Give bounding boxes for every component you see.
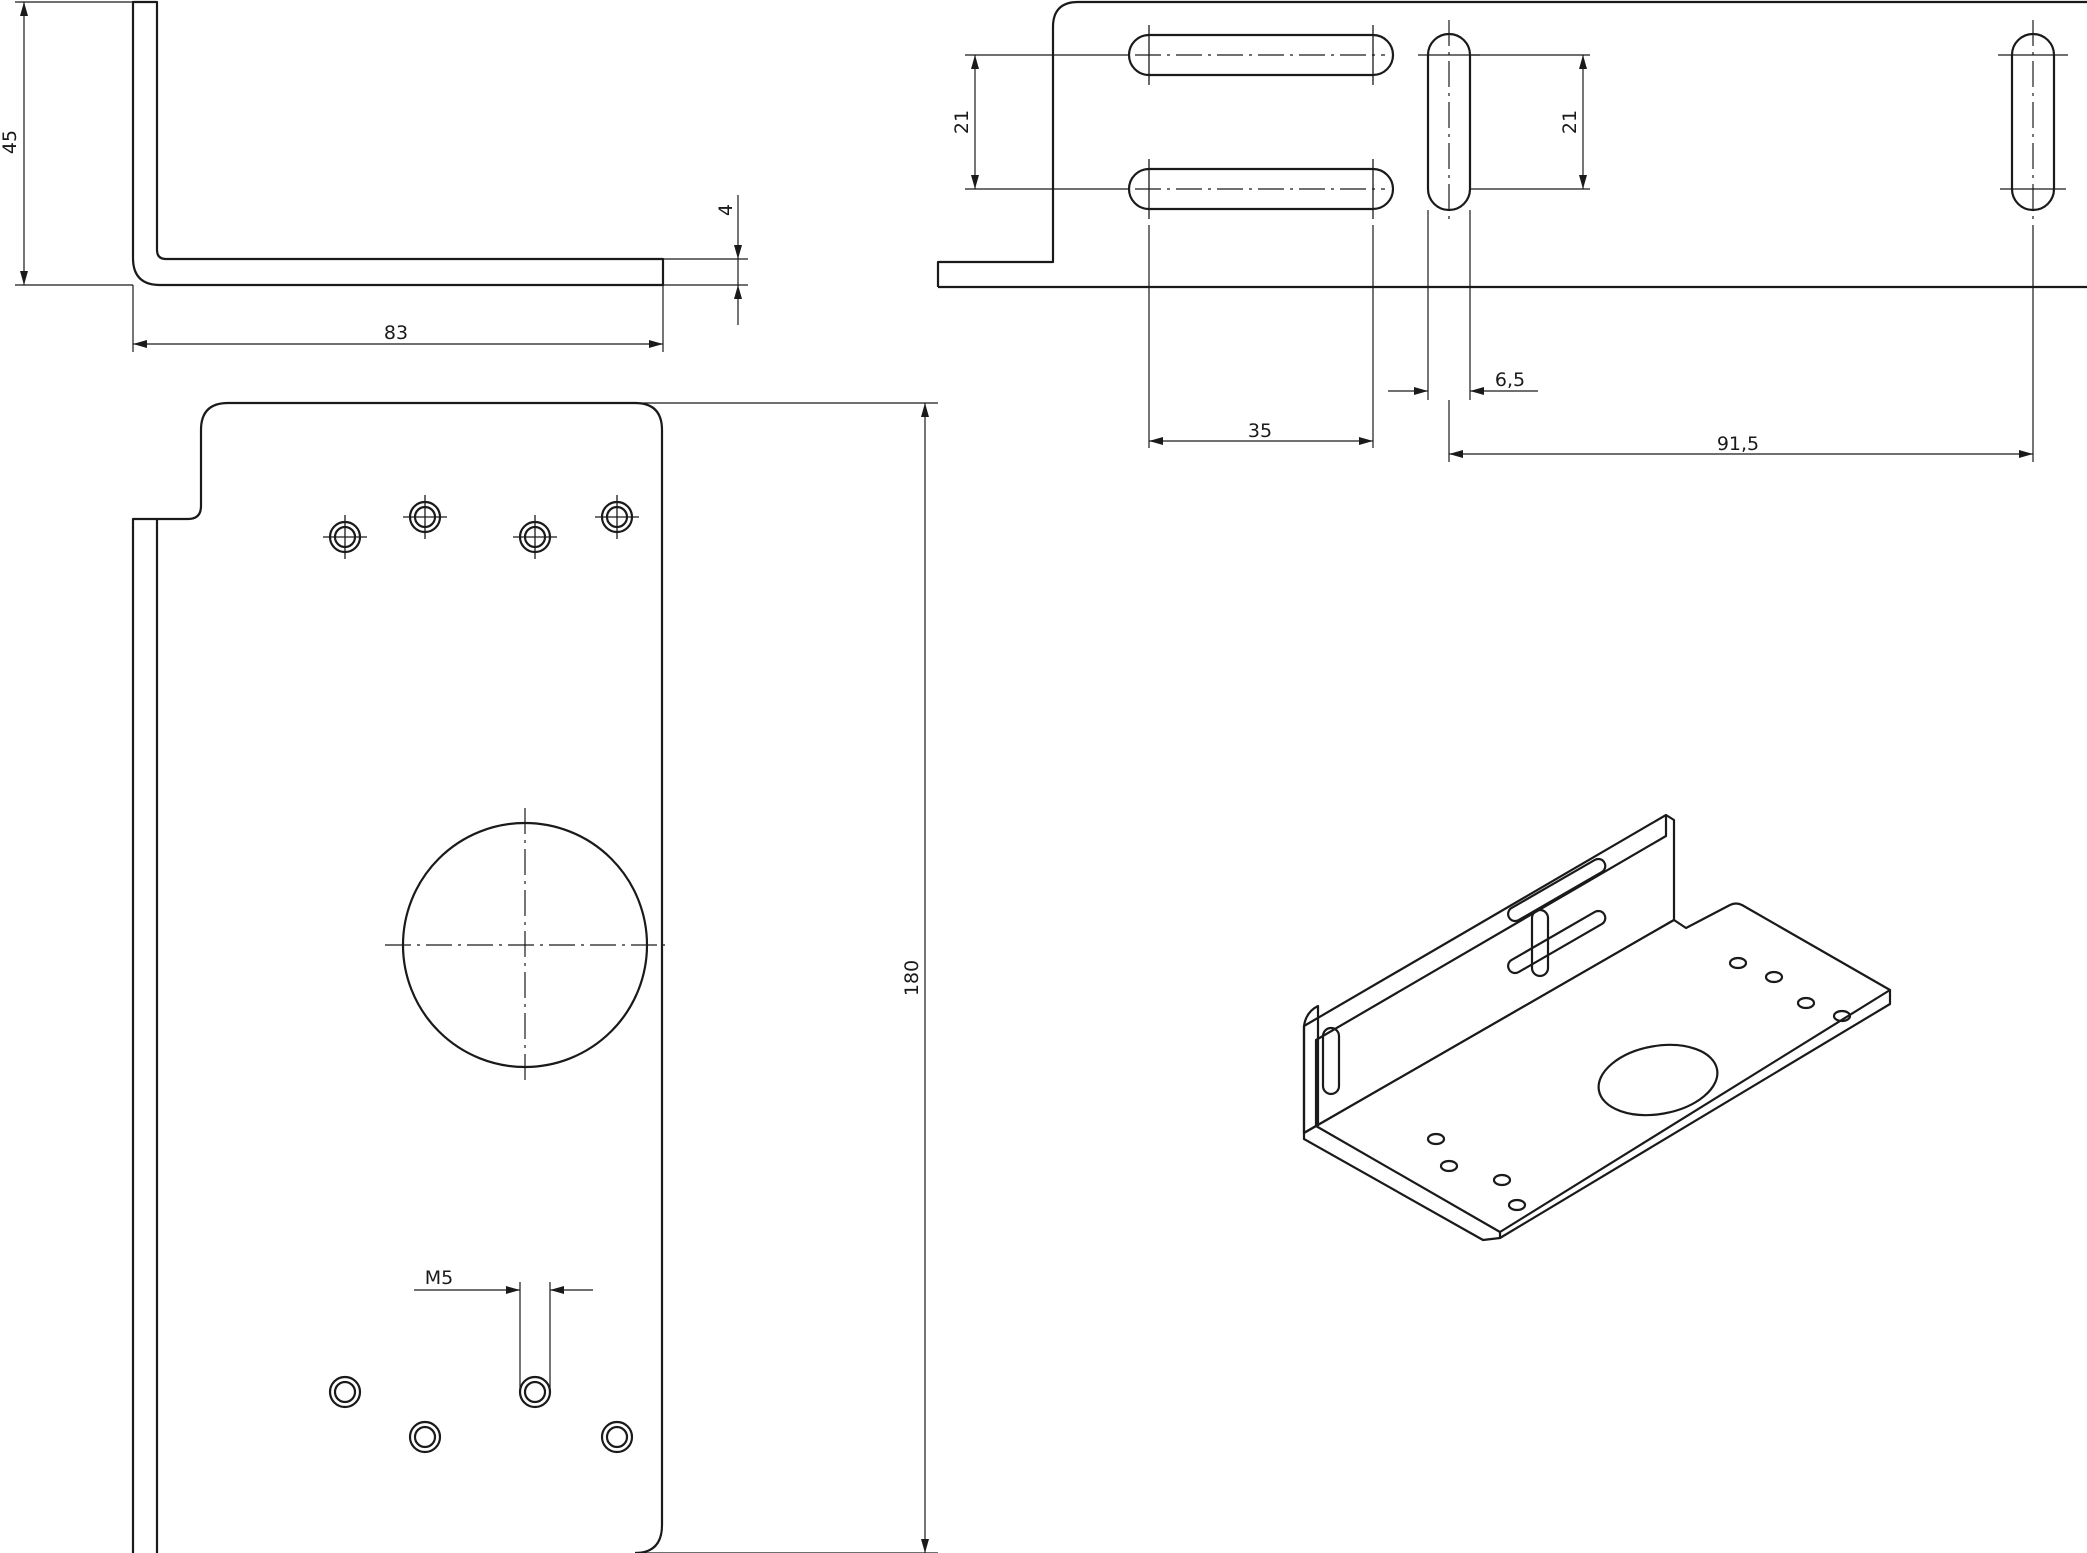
iso-hole-8 [1507,1198,1527,1212]
tap-hole-1 [321,513,369,561]
thread-m5-label: M5 [425,1267,453,1289]
tap-hole-6 [408,1420,442,1454]
front-view: 21 21 35 6,5 91,5 [936,0,2087,462]
iso-slot-vertical-right [1321,1026,1341,1096]
dim-4-label: 4 [715,204,737,216]
iso-base-plate [1302,902,1892,1242]
tap-hole-5 [328,1375,362,1409]
iso-hole-1 [1728,956,1748,970]
tap-hole-4 [593,493,641,541]
dim-21-right-label: 21 [1559,110,1581,134]
iso-hole-5 [1426,1132,1446,1146]
dim-83-label: 83 [384,322,408,344]
iso-hole-3 [1796,996,1816,1010]
dim-21-left-label: 21 [951,110,973,134]
iso-slot-vertical-left [1530,908,1550,978]
iso-slot-bottom [1507,909,1607,975]
tap-hole-8 [600,1420,634,1454]
dim-45-label: 45 [0,130,21,154]
tap-hole-7 [518,1375,552,1409]
top-view: M5 180 [131,401,938,1553]
dim-35-label: 35 [1248,420,1272,442]
tap-hole-2 [401,493,449,541]
isometric-view [1302,813,1892,1242]
iso-slot-top [1507,857,1607,923]
dim-6-5-label: 6,5 [1495,369,1525,391]
iso-hole-4 [1832,1009,1852,1023]
front-outline [936,0,2087,289]
iso-center-hole [1597,1043,1719,1117]
dim-180-label: 180 [901,960,923,996]
iso-hole-2 [1764,970,1784,984]
l-profile [131,0,665,287]
dim-91-5-label: 91,5 [1717,433,1759,455]
tap-hole-3 [511,513,559,561]
plate-outline [131,401,664,1553]
iso-hole-7 [1492,1173,1512,1187]
side-view: 45 4 83 [0,0,748,352]
iso-hole-6 [1439,1159,1459,1173]
